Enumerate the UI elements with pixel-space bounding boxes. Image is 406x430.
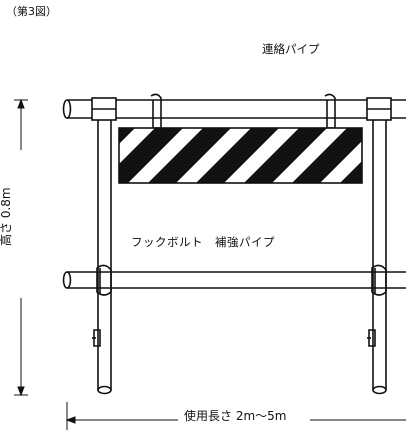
connecting-pipe-label: 連絡パイプ: [262, 42, 320, 56]
hook-bolts: [96, 264, 387, 296]
striped-sign-board: [118, 127, 363, 184]
figure-label: （第3図）: [6, 5, 57, 18]
length-dimension: [65, 402, 406, 430]
sign-hangers: [150, 93, 336, 129]
height-dimension: [14, 98, 28, 397]
pole-base-brackets: [92, 329, 376, 347]
reinforcing-pipe: [62, 271, 406, 289]
usable-length-label: 使用長さ 2m〜5m: [182, 409, 289, 423]
connecting-pipe-top: [62, 99, 406, 119]
left-pole: [91, 97, 117, 395]
height-label: 高さ 0.8m: [0, 187, 13, 246]
right-pole: [366, 97, 392, 395]
hook-bolt-reinforcing-pipe-label: フックボルト 補強パイプ: [131, 235, 275, 249]
